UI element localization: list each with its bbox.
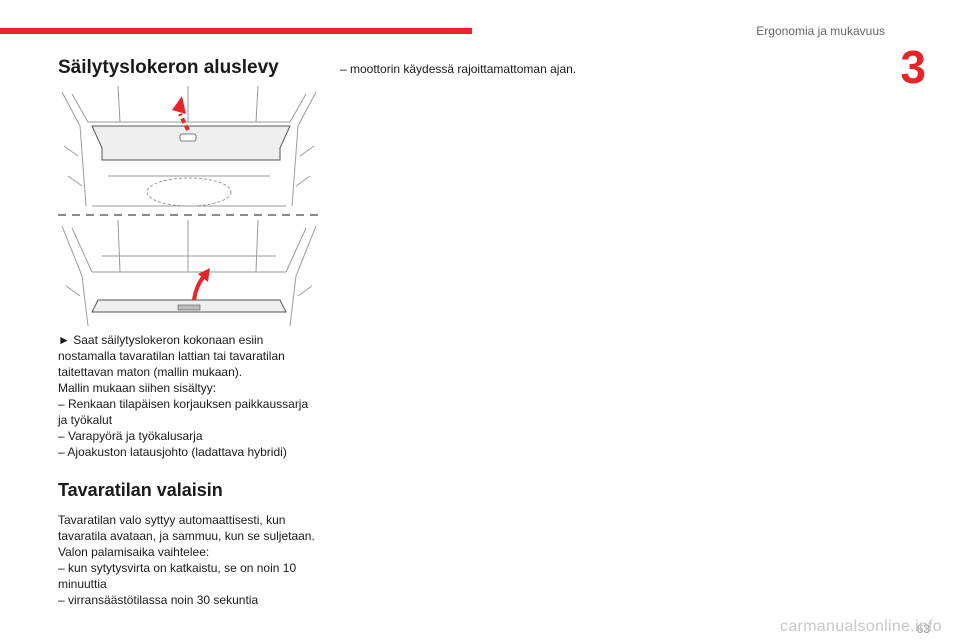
text-line: – kun sytytysvirta on katkaistu, se on n… <box>58 561 297 575</box>
text-line: ja työkalut <box>58 413 113 427</box>
text-line: minuuttia <box>58 577 107 591</box>
trunk-floor-icon <box>58 85 320 327</box>
storage-floor-text: ► Saat säilytyslokeron kokonaan esiin no… <box>58 332 330 460</box>
page-number: 63 <box>916 622 930 636</box>
section-header-title: Ergonomia ja mukavuus <box>756 24 885 38</box>
text-line: ► Saat säilytyslokeron kokonaan esiin <box>58 333 264 347</box>
header-accent-bar <box>0 28 472 34</box>
text-line: taitettavan maton (mallin mukaan). <box>58 365 243 379</box>
section-title-storage-floor: Säilytyslokeron aluslevy <box>58 57 279 78</box>
text-line: nostamalla tavaratilan lattian tai tavar… <box>58 349 285 363</box>
trunk-floor-illustration <box>58 85 320 330</box>
boot-lamp-section: Tavaratilan valaisin Tavaratilan valo sy… <box>58 468 330 608</box>
text-line: – Renkaan tilapäisen korjauksen paikkaus… <box>58 397 309 411</box>
watermark: carmanualsonline.info <box>780 618 942 635</box>
text-line: – virransäästötilassa noin 30 sekuntia <box>58 593 259 607</box>
text-line: Tavaratilan valo syttyy automaattisesti,… <box>58 513 286 527</box>
text-line: – Varapyörä ja työkalusarja <box>58 429 203 443</box>
text-line: Valon palamisaika vaihtelee: <box>58 545 210 559</box>
text-line: tavaratila avataan, ja sammuu, kun se su… <box>58 529 315 543</box>
boot-lamp-text: Tavaratilan valo syttyy automaattisesti,… <box>58 512 330 608</box>
text-line: – Ajoakuston latausjohto (ladattava hybr… <box>58 445 287 459</box>
chapter-number: 3 <box>900 41 926 93</box>
column-left: Säilytyslokeron aluslevy <box>58 56 328 80</box>
column-right: – moottorin käydessä rajoittamattoman aj… <box>340 61 640 77</box>
text-line: – moottorin käydessä rajoittamattoman aj… <box>340 62 577 76</box>
text-line: Mallin mukaan siihen sisältyy: <box>58 381 217 395</box>
section-title-boot-lamp: Tavaratilan valaisin <box>58 480 223 500</box>
